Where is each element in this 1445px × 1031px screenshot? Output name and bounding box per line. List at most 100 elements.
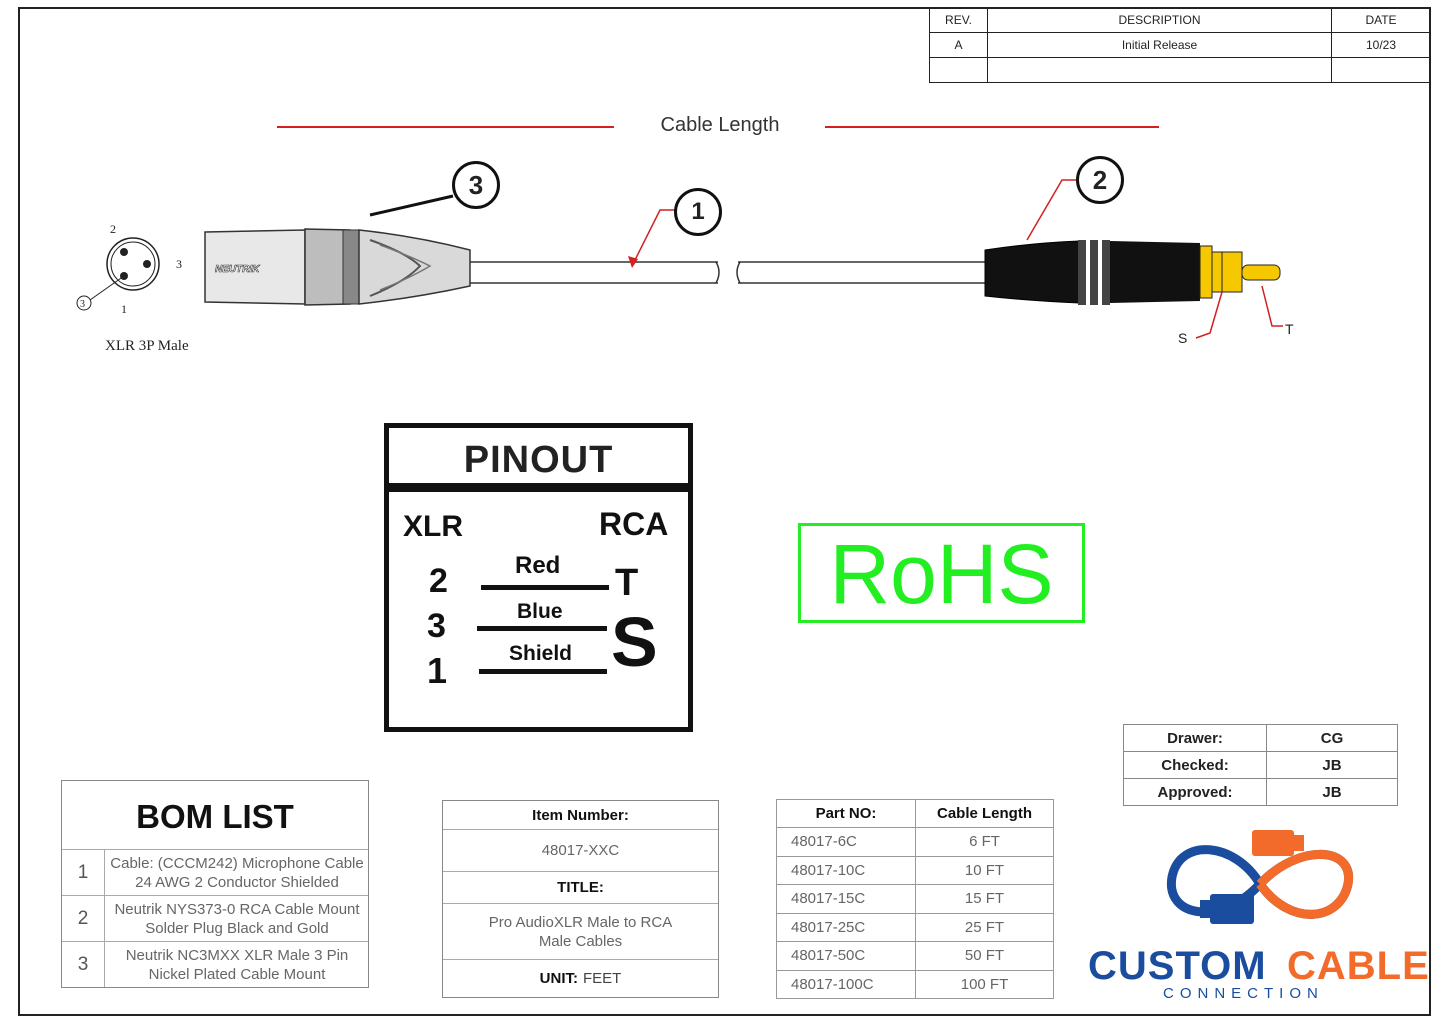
xlr-pin-label: 3 — [80, 299, 85, 310]
rca-tip: T — [615, 562, 639, 604]
bom-item-number: 1 — [62, 850, 105, 895]
signoff-value: CG — [1266, 724, 1398, 752]
item-number-label: Item Number: — [443, 801, 718, 830]
title-value: Pro AudioXLR Male to RCA Male Cables — [443, 904, 718, 960]
part-no-cell: 48017-25C — [776, 912, 916, 942]
cable-drawing: 2 3 3 1 XLR 3P Male NEUTRIK S — [76, 179, 1294, 354]
bom-line: Nickel Plated Cable Mount — [148, 965, 326, 983]
drawing-border — [18, 7, 1431, 1016]
rev-cell — [929, 57, 988, 83]
callout-2: 2 — [1076, 156, 1124, 204]
wire-shield-label: Shield — [509, 642, 573, 665]
bom-line: Neutrik NC3MXX XLR Male 3 Pin — [125, 946, 349, 964]
custom-cable-logo-icon — [1166, 830, 1354, 924]
callout-2-leader — [1026, 179, 1076, 241]
neutrik-brand-text: NEUTRIK — [215, 264, 260, 275]
bom-list: BOM LIST 1 Cable: (CCCM242) Microphone C… — [61, 780, 369, 988]
xlr-pin-1: 1 — [427, 650, 448, 691]
wire-red-label: Red — [515, 552, 561, 579]
bom-line: Solder Plug Black and Gold — [145, 919, 329, 937]
dimension-line-right — [825, 126, 1159, 128]
bom-line: Neutrik NYS373-0 RCA Cable Mount — [114, 900, 360, 918]
bom-item-number: 3 — [62, 942, 105, 987]
rca-pin-label: T — [1285, 321, 1294, 337]
xlr-pin-3: 3 — [427, 607, 446, 645]
title-block: Item Number: 48017-XXC TITLE: Pro AudioX… — [442, 800, 719, 998]
pinout-box: PINOUT XLR RCA 2 Red T 3 Blue 1 Shield S — [384, 423, 693, 732]
bom-row: 1 Cable: (CCCM242) Microphone Cable 24 A… — [62, 849, 368, 895]
part-no-cell: 48017-100C — [776, 969, 916, 999]
logo-word-custom: CUSTOM — [1088, 944, 1267, 988]
logo-word-cable: CABLE — [1287, 944, 1430, 988]
wire-blue-label: Blue — [517, 600, 563, 623]
rca-pin-label: S — [1178, 330, 1187, 346]
signoff-label: Approved: — [1123, 778, 1267, 806]
signoff-value: JB — [1266, 751, 1398, 779]
xlr-connector: NEUTRIK — [204, 228, 471, 306]
signoff-label: Checked: — [1123, 751, 1267, 779]
part-no-cell: 48017-15C — [776, 884, 916, 914]
item-number-value: 48017-XXC — [443, 830, 718, 872]
xlr-pin-diagram: 2 3 3 1 XLR 3P Male — [76, 222, 189, 354]
xlr-label: XLR 3P Male — [105, 338, 189, 354]
length-cell: 100 FT — [915, 969, 1054, 999]
xlr-pin-label: 3 — [176, 257, 182, 271]
logo-subtitle: CONNECTION — [1163, 985, 1324, 1002]
xlr-pin-2: 2 — [429, 562, 448, 600]
bom-item-description: Cable: (CCCM242) Microphone Cable 24 AWG… — [106, 850, 368, 895]
unit-label: UNIT: — [539, 970, 578, 987]
part-no-cell: 48017-6C — [776, 827, 916, 857]
pinout-title: PINOUT — [389, 428, 688, 492]
title-line: Male Cables — [538, 932, 623, 950]
xlr-pin-label: 1 — [121, 302, 127, 316]
rca-connector: S T — [984, 240, 1294, 346]
length-cell: 6 FT — [915, 827, 1054, 857]
wire-blue — [477, 626, 607, 631]
date-cell: 10/23 — [1331, 32, 1431, 58]
arrow-icon — [628, 256, 638, 268]
callout-3-leader — [369, 194, 454, 217]
signoff-table: Drawer: CG Checked: JB Approved: JB — [1123, 724, 1398, 806]
rca-sleeve: S — [611, 603, 658, 681]
cable-length-header: Cable Length — [915, 799, 1054, 828]
callout-1-leader — [631, 209, 675, 267]
cable-length-label: Cable Length — [660, 114, 780, 136]
bom-row: 2 Neutrik NYS373-0 RCA Cable Mount Solde… — [62, 895, 368, 941]
date-header: DATE — [1331, 7, 1431, 33]
bom-row: 3 Neutrik NC3MXX XLR Male 3 Pin Nickel P… — [62, 941, 368, 987]
length-cell: 25 FT — [915, 912, 1054, 942]
xlr-pin-label: 2 — [110, 222, 116, 236]
length-cell: 15 FT — [915, 884, 1054, 914]
title-label: TITLE: — [443, 872, 718, 904]
revision-table: REV. DESCRIPTION DATE A Initial Release … — [929, 7, 1431, 83]
date-cell — [1331, 57, 1431, 83]
callout-1: 1 — [674, 188, 722, 236]
signoff-value: JB — [1266, 778, 1398, 806]
dimension-line-left — [277, 126, 614, 128]
length-cell: 10 FT — [915, 855, 1054, 885]
cable-body — [470, 261, 985, 284]
part-no-cell: 48017-50C — [776, 941, 916, 971]
signoff-label: Drawer: — [1123, 724, 1267, 752]
bom-line: 24 AWG 2 Conductor Shielded — [135, 873, 339, 891]
bom-item-description: Neutrik NYS373-0 RCA Cable Mount Solder … — [106, 896, 368, 941]
description-header: DESCRIPTION — [987, 7, 1332, 33]
bom-line: Cable: (CCCM242) Microphone Cable — [110, 854, 364, 872]
unit-row: UNIT: FEET — [443, 960, 718, 997]
title-line: Pro AudioXLR Male to RCA — [488, 913, 673, 931]
part-no-header: Part NO: — [776, 799, 916, 828]
length-cell: 50 FT — [915, 941, 1054, 971]
wire-shield — [479, 669, 607, 674]
rohs-mark: RoHS — [798, 523, 1085, 623]
xlr-header: XLR — [403, 510, 463, 543]
bom-item-description: Neutrik NC3MXX XLR Male 3 Pin Nickel Pla… — [106, 942, 368, 987]
bom-title: BOM LIST — [62, 781, 368, 850]
rca-header: RCA — [599, 506, 669, 542]
